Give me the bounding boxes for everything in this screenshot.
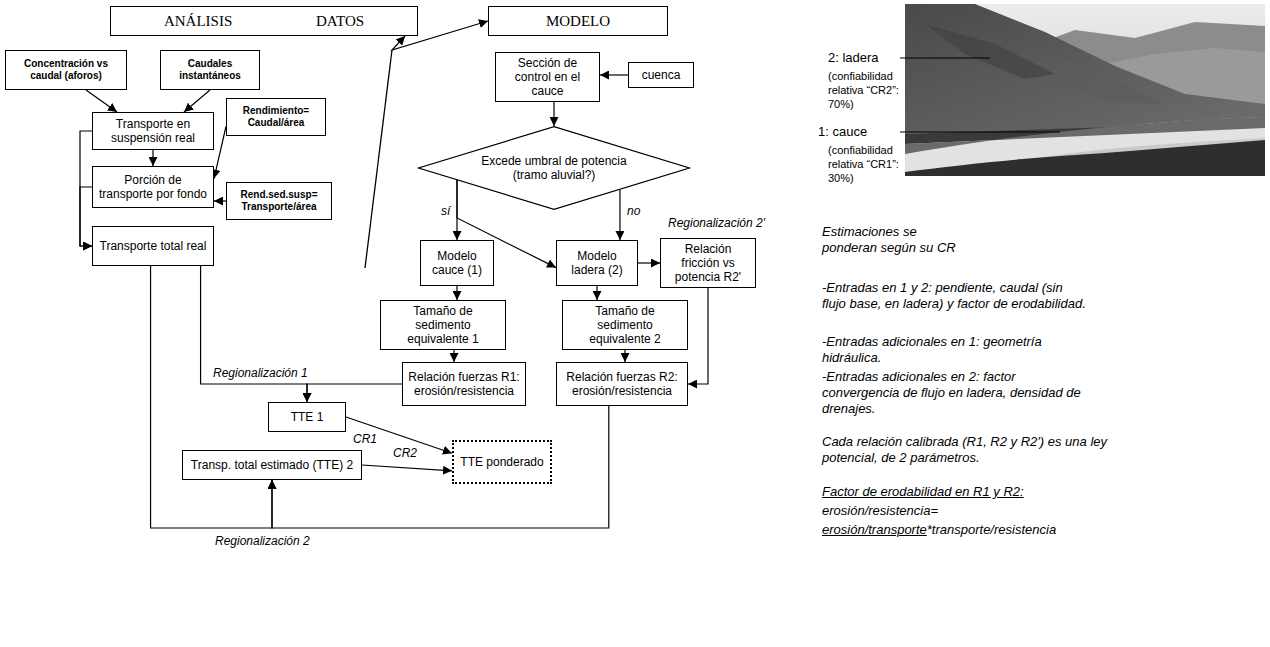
- node-text: Concentración vs caudal (aforos): [10, 58, 122, 82]
- photo-ridge: [1055, 56, 1165, 104]
- regionalization-note: Regionalización 2': [668, 216, 765, 231]
- photo-hillslope: [905, 4, 1265, 134]
- node-text: Transporte en suspensión real: [97, 117, 209, 145]
- reliability-note: (confiabilidad relativa “CR1”: 30%): [828, 143, 902, 185]
- flow-arrow: [596, 286, 597, 300]
- note-text: Estimaciones se ponderan según su CR: [822, 224, 962, 256]
- node-text: Excede umbral de potencia (tramo aluvial…: [470, 154, 639, 182]
- diamond-shape: [419, 127, 690, 210]
- edge-label: CR2: [392, 446, 418, 460]
- node-text: Modelo cauce (1): [425, 249, 489, 277]
- node-text: Relación fricción vs potencia R2': [665, 242, 751, 284]
- node-text: Sección de control en el cauce: [500, 56, 595, 98]
- formula-text: erosión/resistencia=: [822, 503, 938, 519]
- note-text: -Entradas en 1 y 2: pendiente, caudal (s…: [822, 280, 1087, 312]
- process-box: Tamaño de sedimento equivalente 1: [380, 300, 506, 350]
- input-box: Rend.sed.susp= Transporte/área: [226, 182, 332, 220]
- landscape-photo: [905, 4, 1265, 176]
- node-text: Rendimiento= Caudal/área: [231, 105, 321, 129]
- flow-arrow: [600, 74, 628, 75]
- model-box: Modelo ladera (2): [556, 240, 638, 286]
- model-box: Modelo cauce (1): [420, 240, 494, 286]
- input-box: Rendimiento= Caudal/área: [226, 98, 326, 136]
- note-text: -Entradas adicionales en 1: geometría hi…: [822, 334, 1087, 366]
- flow-arrow: [151, 266, 272, 528]
- node-text: Modelo ladera (2): [561, 249, 633, 277]
- note-text: -Entradas adicionales en 2: factor conve…: [822, 369, 1087, 417]
- part-label: 2: ladera: [828, 50, 879, 66]
- edge-label: CR1: [352, 432, 378, 446]
- relation-box: Relación fricción vs potencia R2': [660, 238, 756, 288]
- leader-line: [900, 58, 990, 59]
- input-box: Concentración vs caudal (aforos): [5, 50, 127, 90]
- final-result-box: TTE ponderado: [452, 440, 552, 484]
- flow-arrow: [214, 200, 226, 201]
- input-box: Caudales instantáneos: [160, 50, 260, 90]
- edge-label: sí: [440, 204, 451, 218]
- flow-arrow: [80, 131, 92, 246]
- photo-foreground: [905, 140, 1265, 176]
- flow-arrow: [86, 90, 117, 112]
- section-header: ANÁLISIS DATOS: [110, 6, 418, 36]
- node-text: MODELO: [546, 12, 610, 30]
- flow-arrow: [201, 266, 307, 402]
- node-text: Porción de transporte por fondo: [97, 173, 209, 201]
- node-text: ANÁLISIS DATOS: [164, 12, 364, 30]
- node-text: cuenca: [642, 68, 681, 82]
- flow-arrow: [456, 286, 457, 300]
- node-text: Relación fuerzas R2: erosión/resistencia: [561, 370, 683, 398]
- edge-label: Regionalización 2: [214, 534, 311, 548]
- flow-arrow: [307, 384, 402, 402]
- formula-text: *transporte/resistencia: [927, 522, 1056, 538]
- edge-label: no: [626, 204, 641, 218]
- node-text: TTE ponderado: [460, 455, 543, 469]
- formula-text: erosión/transporte: [822, 522, 927, 538]
- flow-arrow: [638, 262, 660, 263]
- decision-diamond: Excede umbral de potencia (tramo aluvial…: [418, 126, 690, 210]
- flow-arrow: [184, 90, 210, 112]
- edge-label: Regionalización 1: [212, 366, 309, 380]
- process-box: Sección de control en el cauce: [495, 52, 600, 102]
- flow-arrow: [80, 187, 92, 246]
- flow-arrow: [152, 150, 153, 166]
- node-text: Transp. total estimado (TTE) 2: [191, 458, 353, 472]
- process-box: Transporte en suspensión real: [92, 112, 214, 150]
- note-text: Cada relación calibrada (R1, R2 y R2') e…: [822, 434, 1152, 466]
- node-text: Tamaño de sedimento equivalente 2: [567, 304, 683, 346]
- flow-arrow: [619, 190, 620, 240]
- note-heading: Factor de erodabilidad en R1 y R2:: [822, 484, 1024, 500]
- photo-ridge: [925, 24, 1055, 79]
- result-box: TTE 1: [268, 402, 346, 432]
- relation-box: Relación fuerzas R2: erosión/resistencia: [556, 362, 688, 406]
- node-text: Transporte total real: [100, 239, 207, 253]
- node-text: Caudales instantáneos: [165, 58, 255, 82]
- divider-line: [365, 50, 392, 268]
- node-text: Rend.sed.susp= Transporte/área: [231, 189, 327, 213]
- node-text: Relación fuerzas R1: erosión/resistencia: [407, 370, 521, 398]
- flow-arrow: [214, 127, 226, 179]
- node-text: Tamaño de sedimento equivalente 1: [385, 304, 501, 346]
- flow-arrow: [553, 102, 554, 126]
- photo-sky: [905, 4, 1265, 176]
- process-box: Porción de transporte por fondo: [92, 166, 214, 208]
- result-box: Transp. total estimado (TTE) 2: [182, 450, 362, 480]
- leader-line: [900, 132, 1060, 133]
- flow-arrow: [624, 350, 625, 362]
- section-header: MODELO: [488, 6, 668, 36]
- input-box: cuenca: [628, 62, 694, 88]
- node-text: TTE 1: [291, 410, 324, 424]
- flow-arrow: [688, 288, 708, 384]
- flow-arrow: [362, 465, 452, 471]
- process-box: Transporte total real: [92, 226, 214, 266]
- reliability-note: (confiabilidad relativa “CR2”: 70%): [828, 69, 902, 111]
- relation-box: Relación fuerzas R1: erosión/resistencia: [402, 362, 526, 406]
- part-label: 1: cauce: [818, 124, 867, 140]
- flow-arrow: [453, 350, 454, 362]
- process-box: Tamaño de sedimento equivalente 2: [562, 300, 688, 350]
